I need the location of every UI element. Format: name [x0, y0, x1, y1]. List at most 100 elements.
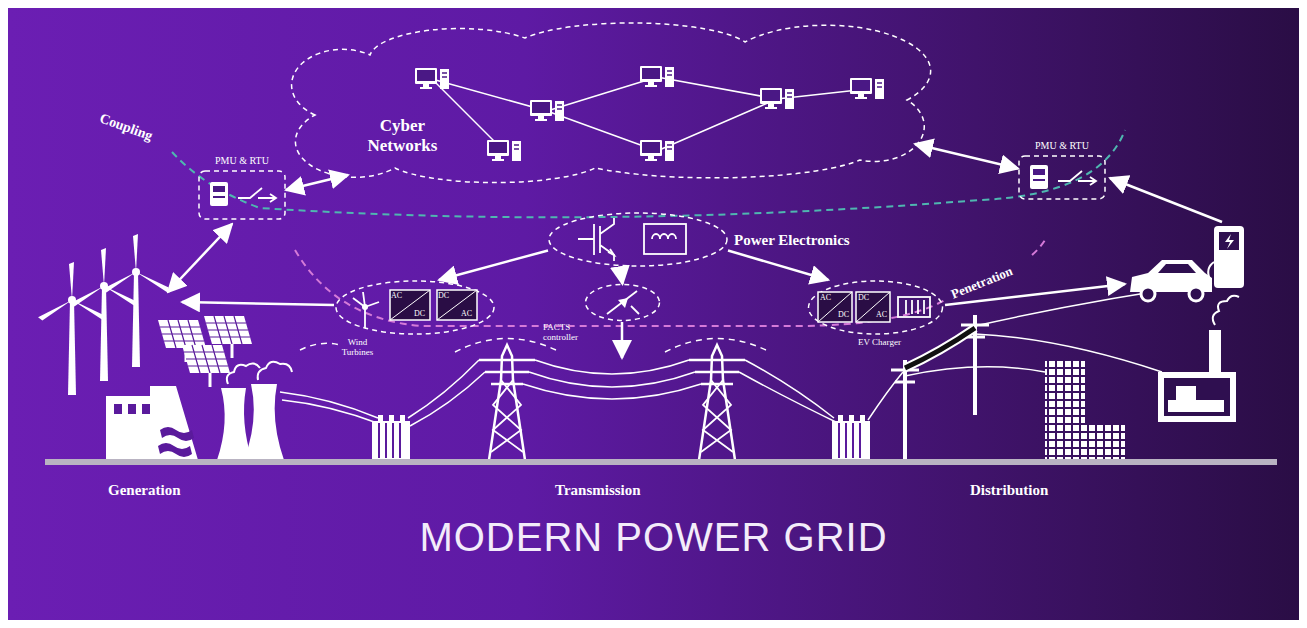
- charging-station-part: [1219, 232, 1239, 250]
- pmu-rtu-box-outline-part: [213, 186, 225, 192]
- factory: [1158, 296, 1239, 422]
- ev-converter-ellipse-outline-part: [898, 297, 930, 317]
- ev-converter-ellipse-outline: [808, 280, 943, 335]
- buildings-part: [1045, 360, 1085, 460]
- transmission-towers-part: [479, 345, 535, 460]
- pmu-rtu-box-outline: [198, 170, 286, 220]
- cyber-cloud: Cyber Networks: [285, 20, 915, 175]
- facts-ellipse-outline-part: [631, 306, 639, 314]
- power-electronics-ellipse-outline-part: [644, 224, 686, 254]
- computer-icons-part: [850, 78, 884, 99]
- node-text: EV Charger: [858, 337, 901, 347]
- node-text: Power Electronics: [734, 232, 850, 249]
- converter-text: AC: [820, 293, 831, 302]
- wind-converter-ellipse-outline-part: [353, 292, 379, 328]
- transformers-part: [372, 415, 410, 460]
- hydro-dam-part-part: [142, 404, 150, 414]
- converter-text: AC: [391, 291, 402, 300]
- arrows: [168, 178, 1222, 358]
- ev-converter-ellipse-outline-part: [906, 300, 924, 314]
- arrows-part: [168, 224, 232, 292]
- penetration-curve: [295, 240, 1045, 326]
- pmu-rtu-box-outline-part: [213, 196, 225, 198]
- hydro-dam-part-part: [114, 404, 122, 414]
- computer-icons-part: [640, 140, 674, 161]
- facts-ellipse-outline: [585, 284, 660, 321]
- solar-panels-part: [182, 345, 230, 387]
- wind-converter-ellipse-outline-part: [437, 290, 477, 320]
- factory-part: [1164, 378, 1230, 416]
- power-lines-part: [745, 360, 834, 418]
- wind-converter-ellipse-outline: [335, 280, 495, 335]
- wind-turbines-part: [38, 262, 106, 395]
- utility-poles-part: [891, 360, 919, 460]
- charging-station-part: [1208, 262, 1214, 280]
- computer-icons-part: [760, 88, 794, 109]
- cooling-towers-part: [244, 384, 284, 460]
- ground-bar: [45, 459, 1277, 465]
- connector-arrow: [915, 144, 1018, 169]
- charging-station: [1208, 226, 1244, 288]
- factory-part: [1168, 400, 1224, 412]
- facts-ellipse-outline-part: [607, 291, 637, 314]
- wind-turbines-part: [70, 248, 138, 381]
- converter-text: DC: [438, 291, 449, 300]
- solar-panels: [158, 316, 252, 387]
- cooling-towers-part-part: [227, 363, 260, 384]
- power-lines-part: [529, 372, 695, 387]
- node-text: FACTS controller: [543, 322, 601, 343]
- network-links-part: [432, 79, 547, 111]
- wind-converter-ellipse-outline-part: [390, 290, 430, 320]
- hydro-dam-part-part: [158, 443, 192, 457]
- wind-converter-ellipse: Wind Turbines: [335, 280, 495, 335]
- arrows-part: [182, 302, 334, 305]
- hydro-dam: [106, 386, 198, 460]
- node-text: PMU & RTU: [1018, 140, 1106, 152]
- buildings-part: [1085, 424, 1125, 460]
- hydro-dam-part-part: [160, 427, 194, 441]
- factory-part: [1176, 386, 1196, 400]
- arrows-part: [621, 322, 624, 358]
- charging-station-part: [1225, 234, 1234, 249]
- underground-cable-part: [905, 328, 975, 368]
- charging-station-part: [1214, 226, 1244, 288]
- power-electronics-ellipse-outline-part: [652, 234, 676, 239]
- power-electronics-ellipse-outline-part: [549, 213, 727, 266]
- power-lines-part: [523, 384, 701, 399]
- underground-cable: [905, 328, 975, 368]
- section-label: Distribution: [970, 482, 1048, 499]
- ev-converter-ellipse-outline-part: [856, 292, 890, 322]
- pmu-rtu-box-outline-part: [238, 188, 276, 202]
- electric-car-part: [1158, 264, 1196, 273]
- power-lines-part: [410, 372, 485, 426]
- ev-converter-ellipse-outline-part: [818, 292, 852, 322]
- connector-arrow: [620, 267, 623, 284]
- transmission-towers: [479, 345, 745, 460]
- cooling-towers-part: [227, 362, 292, 384]
- electric-car: [1130, 260, 1212, 301]
- connector-arrow: [286, 175, 348, 190]
- wind-converter-ellipse-outline-part: [362, 304, 368, 310]
- section-label: Transmission: [555, 482, 641, 499]
- wind-converter-ellipse-outline-part: [336, 281, 494, 334]
- ev-converter-ellipse-outline-part: [809, 281, 943, 334]
- pmu-rtu-box-outline-part: [1030, 165, 1048, 189]
- connector-arrow: [728, 251, 828, 281]
- power-electronics-ellipse-outline-part: [578, 218, 614, 261]
- wind-converter-ellipse-outline-part: [390, 290, 430, 320]
- hydro-dam-part: [114, 404, 194, 457]
- node-text: Wind Turbines: [335, 337, 380, 358]
- network-links-part: [657, 77, 777, 99]
- ev-converter-ellipse-outline-part: [856, 292, 890, 322]
- computer-icons-part: [415, 68, 449, 89]
- power-electronics-ellipse-outline: [548, 212, 728, 267]
- electric-car-part: [1189, 287, 1203, 301]
- node-text: Cyber Networks: [355, 116, 450, 155]
- pmu-rtu-box-outline-part: [1058, 171, 1096, 185]
- factory-part: [1213, 296, 1239, 325]
- wind-converter-ellipse-outline-part: [437, 290, 477, 320]
- dashed-arcs-part: [300, 343, 340, 350]
- converter-text: AC: [461, 309, 472, 318]
- arrows-part: [1110, 178, 1222, 222]
- coupling-curve: [172, 130, 1125, 217]
